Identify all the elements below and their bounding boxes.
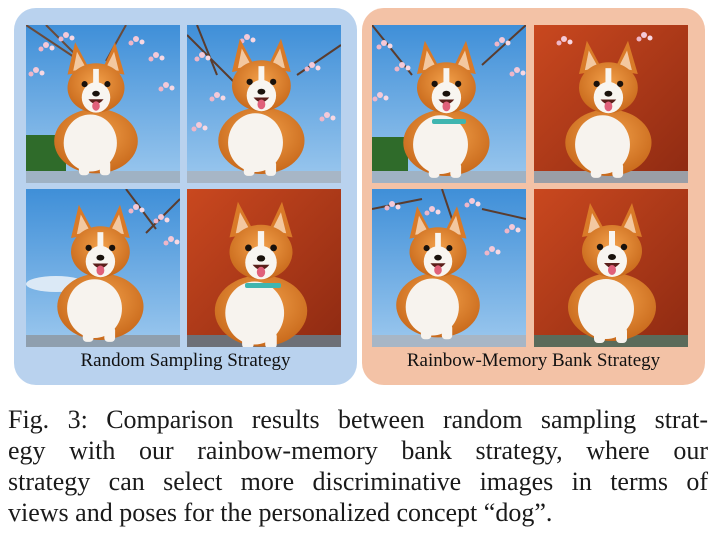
dog-photo-4 [187,189,341,347]
left-panel-caption: Random Sampling Strategy [80,350,291,371]
right-panel-caption: Rainbow-Memory Bank Strategy [406,350,661,371]
dog-photo-8 [534,189,688,347]
caption-line-3: strategy can select more discriminative … [8,467,708,496]
dog-photo-2 [187,25,341,183]
dog-photo-3 [26,189,180,347]
figure-caption: Fig. 3: Comparison results between rando… [8,404,708,528]
random-sampling-panel: Random Sampling Strategy [14,8,357,385]
dog-photo-5 [372,25,526,183]
rainbow-memory-panel: Rainbow-Memory Bank Strategy [362,8,705,385]
caption-line-1: Fig. 3: Comparison results between rando… [8,405,708,434]
caption-line-4: views and poses for the personalized con… [8,498,553,527]
dog-photo-1 [26,25,180,183]
dog-photo-6 [534,25,688,183]
caption-line-2: egy with our rainbow-memory bank strateg… [8,436,708,465]
dog-photo-7 [372,189,526,347]
